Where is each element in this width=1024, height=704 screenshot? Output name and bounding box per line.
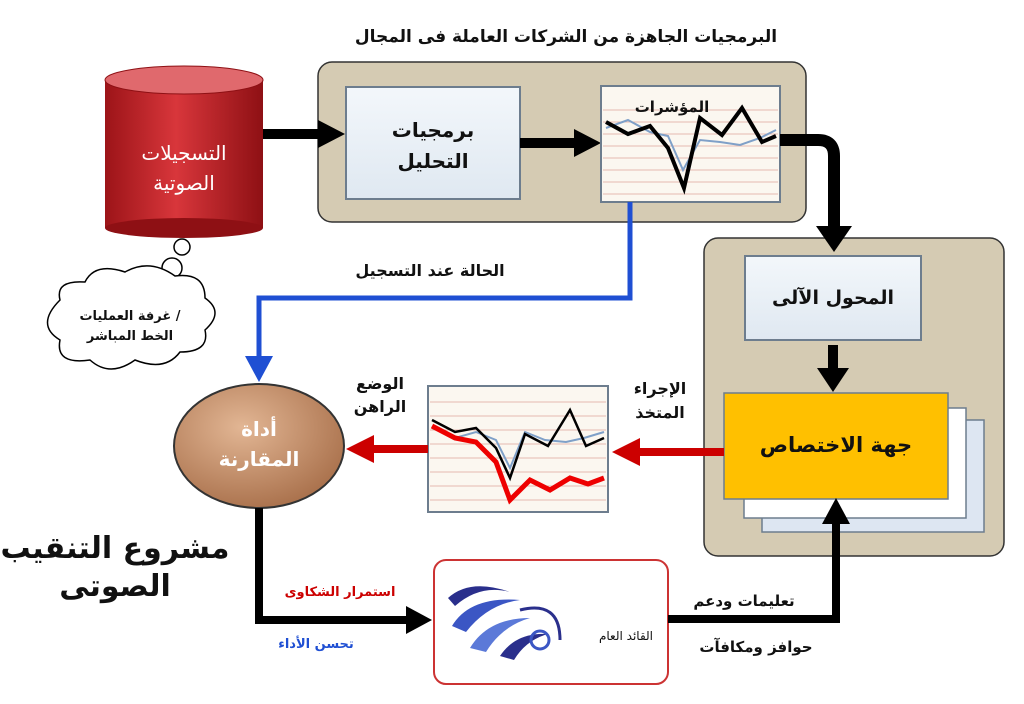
current-label: الوضع [356,374,404,393]
comparison-label: أداة [241,415,277,441]
arrowhead-analysis [574,129,601,157]
project-title-2: الصوتى [59,569,171,604]
instructions-label: تعليمات ودعم [693,592,794,610]
action-label: الإجراء [634,379,687,398]
incentives-label: حوافز ومكافآت [699,638,812,656]
indicators-chart: المؤشرات [600,85,781,203]
current-situation-chart [427,385,609,513]
cloud-label-2: الخط المباشر [86,329,173,344]
analysis-label: برمجيات [392,118,475,142]
arrowhead-authority [817,368,849,392]
operations-cloud: / غرفة العمليات الخط المباشر [46,238,216,370]
project-title: مشروع التنقيب [1,531,230,566]
arrowhead-current-chart [612,438,640,466]
top-title: البرمجيات الجاهزة من الشركات العاملة فى … [355,27,777,47]
arrow-recording-state [256,202,633,360]
action-label-2: المتخذ [635,403,685,422]
recording-state-label: الحالة عند التسجيل [355,261,504,280]
analysis-label-2: التحليل [397,149,468,173]
current-label-2: الراهن [354,397,406,416]
recordings-label: التسجيلات [141,141,226,165]
analysis-software-box [345,86,521,200]
arrow-indicators-to-router [780,134,840,228]
arrow-comparison-to-leader [255,508,410,624]
arrowhead-leader [406,606,432,634]
arrowhead-recording-state [245,356,273,382]
cloud-label: / غرفة العمليات [79,309,180,324]
automatic-router-box [744,255,922,341]
leader-logo-icon [448,586,562,660]
leader-label: القائد العام [599,629,653,643]
indicators-label: المؤشرات [635,98,710,116]
comparison-label-2: المقارنة [219,447,300,471]
complaints-label: استمرار الشكاوى [285,585,396,600]
authority-box [723,392,949,500]
arrowhead-recordings [318,120,345,148]
improvement-label: تحسن الأداء [278,635,354,652]
arrowhead-authority-from-leader [822,498,850,524]
arrow-leader-to-authority [668,520,840,623]
arrowhead-router [816,226,852,252]
authority-label: جهة الاختصاص [760,433,912,457]
comparison-tool-oval [173,383,345,509]
router-label: المحول الآلى [772,286,894,309]
arrowhead-comparison [346,435,374,463]
audio-recordings-cylinder: التسجيلات الصوتية [104,65,264,238]
recordings-label-2: الصوتية [153,171,215,195]
